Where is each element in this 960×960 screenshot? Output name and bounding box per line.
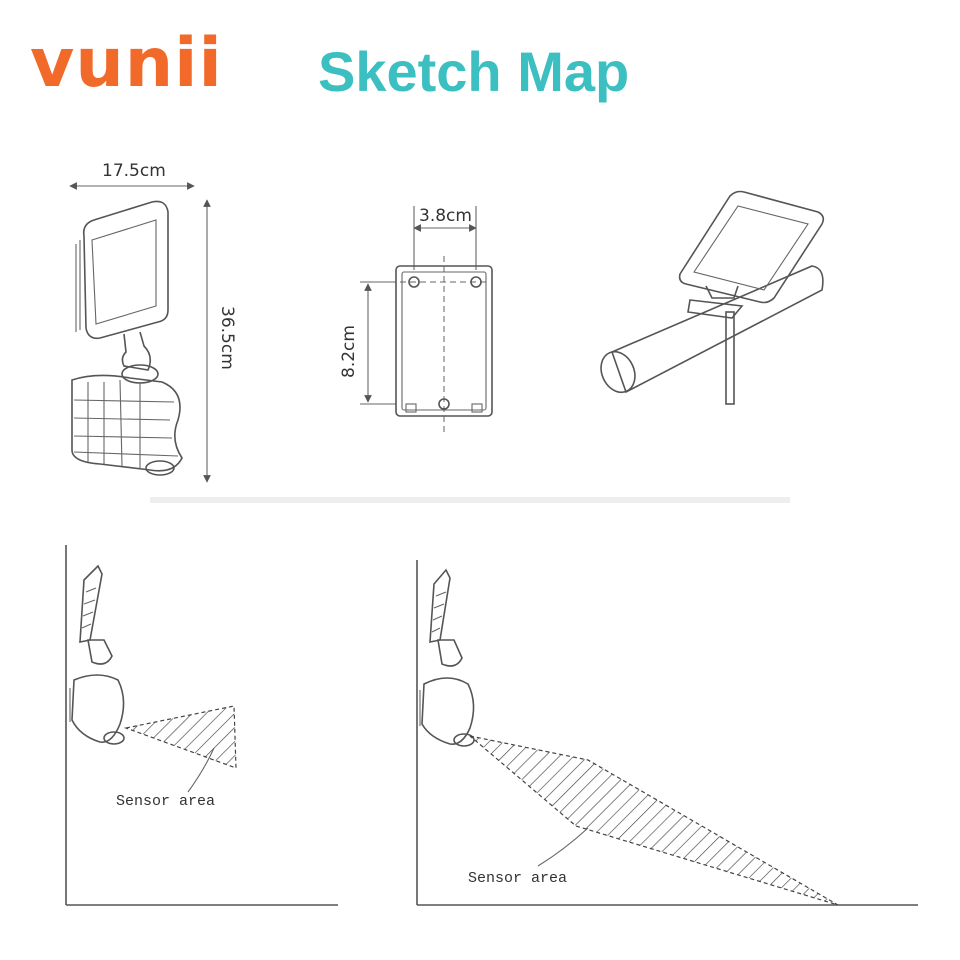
sensor-diagram-right: Sensor area xyxy=(416,560,918,906)
mounting-plate: 3.8cm 8.2cm xyxy=(339,206,493,432)
sensor-area-label-left: Sensor area xyxy=(116,793,215,810)
plate-height-label: 8.2cm xyxy=(339,325,359,378)
brand-logo: vunii xyxy=(30,24,223,103)
pole-mount-view xyxy=(600,190,825,405)
page-title: Sketch Map xyxy=(318,40,630,103)
front-view: 17.5cm 36.5cm xyxy=(69,161,237,483)
sensor-diagram-left: Sensor area xyxy=(65,545,338,906)
hole-spacing-label: 3.8cm xyxy=(419,206,472,226)
height-label: 36.5cm xyxy=(217,306,237,370)
width-label: 17.5cm xyxy=(102,161,166,181)
sensor-area-label-right: Sensor area xyxy=(468,870,567,887)
